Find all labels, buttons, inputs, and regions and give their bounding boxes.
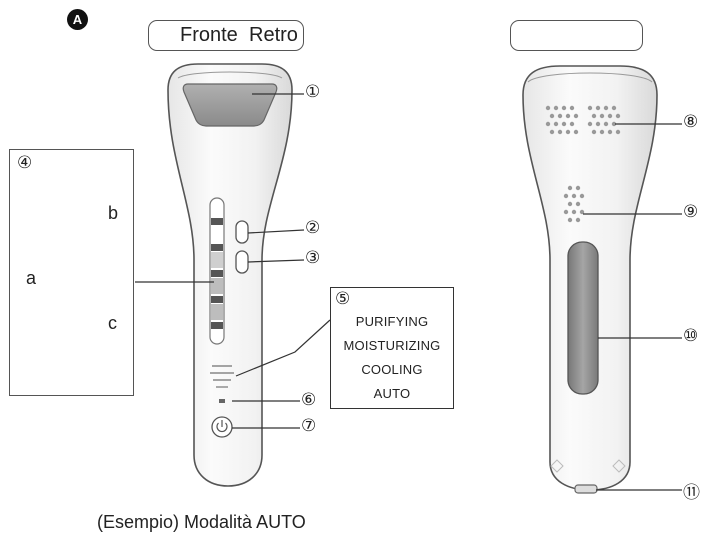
back-top-edge [527,72,653,83]
vent-holes-top [545,105,621,135]
button-3 [235,250,249,274]
front-indicator-bar [209,197,225,345]
power-icon [216,420,228,433]
front-head-rim [177,71,283,79]
mode-purifying: PURIFYING [355,314,429,329]
callout-5: ⑤ [335,289,351,308]
panel-marker-letter: A [72,12,83,27]
callout-1: ① [305,82,321,101]
callout-6: ⑥ [301,390,317,409]
panel-marker: A [67,9,88,30]
caption: (Esempio) Modalità AUTO [97,512,306,532]
leader-lines [135,93,682,491]
back-window [567,241,599,395]
callout-7: ⑦ [301,416,317,435]
mode-indicator-dot [219,399,225,403]
indicator-detail-box [9,149,134,396]
head-plate [182,83,278,127]
button-2 [235,220,249,244]
back-foot-right [612,459,626,473]
mode-text-marks [210,365,234,388]
front-back-header-pill [148,20,304,51]
mode-moisturizing: MOISTURIZING [343,338,441,353]
callout-4: ④ [17,153,33,172]
callout-8: ⑧ [683,112,699,131]
callout-9: ⑨ [683,202,699,221]
mode-auto: AUTO [373,386,411,401]
vent-holes-middle [563,185,585,223]
mode-list-box: ⑤ PURIFYING MOISTURIZING COOLING AUTO [330,287,454,409]
indicator-letter-a: a [26,268,37,288]
callout-10: ⑩ [683,326,699,345]
callout-11: ⑪ [683,483,700,502]
front-label: Fronte [180,24,238,46]
mode-cooling: COOLING [361,362,423,377]
indicator-letter-b: b [108,203,119,223]
front-device-body [167,63,293,487]
back-device [522,65,658,494]
back-bottom-connector [574,484,598,494]
indicator-letter-c: c [108,313,117,333]
back-foot-left [550,459,564,473]
callout-3: ③ [305,248,321,267]
right-header-pill [510,20,643,51]
back-label: Retro [249,24,298,46]
callout-2: ② [305,218,321,237]
front-device [167,63,293,487]
